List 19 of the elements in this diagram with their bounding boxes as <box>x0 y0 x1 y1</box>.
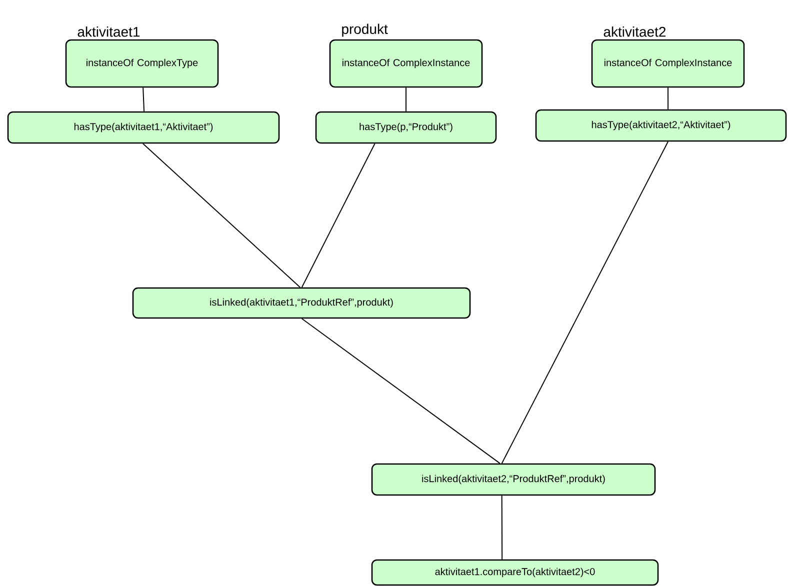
heading-label: aktivitaet1 <box>78 26 140 37</box>
rounded-box: instanceOf ComplexInstance <box>329 39 483 88</box>
connector-line <box>142 143 301 288</box>
connector-line <box>301 318 500 464</box>
rounded-box: hasType(aktivitaet2,“Aktivitaet”) <box>535 109 787 142</box>
rounded-box: instanceOf ComplexType <box>65 39 219 88</box>
rounded-box: isLinked(aktivitaet1,“ProduktRef”,produkt) <box>132 287 471 319</box>
connector-line <box>501 141 669 464</box>
connector-line <box>142 87 145 112</box>
heading-label: produkt <box>342 24 388 37</box>
connector-line <box>301 143 376 288</box>
rounded-box: isLinked(aktivitaet2,“ProduktRef”,produkt) <box>371 463 656 496</box>
rounded-box: instanceOf ComplexInstance <box>591 39 745 88</box>
connector-line <box>668 87 669 110</box>
heading-label: aktivitaet2 <box>604 26 666 37</box>
rounded-box: aktivitaet1.compareTo(aktivitaet2)<0 <box>371 559 659 586</box>
rounded-box: hasType(p,“Produkt”) <box>315 111 497 144</box>
connector-line <box>501 495 503 560</box>
rounded-box: hasType(aktivitaet1,“Aktivitaet”) <box>7 111 280 144</box>
